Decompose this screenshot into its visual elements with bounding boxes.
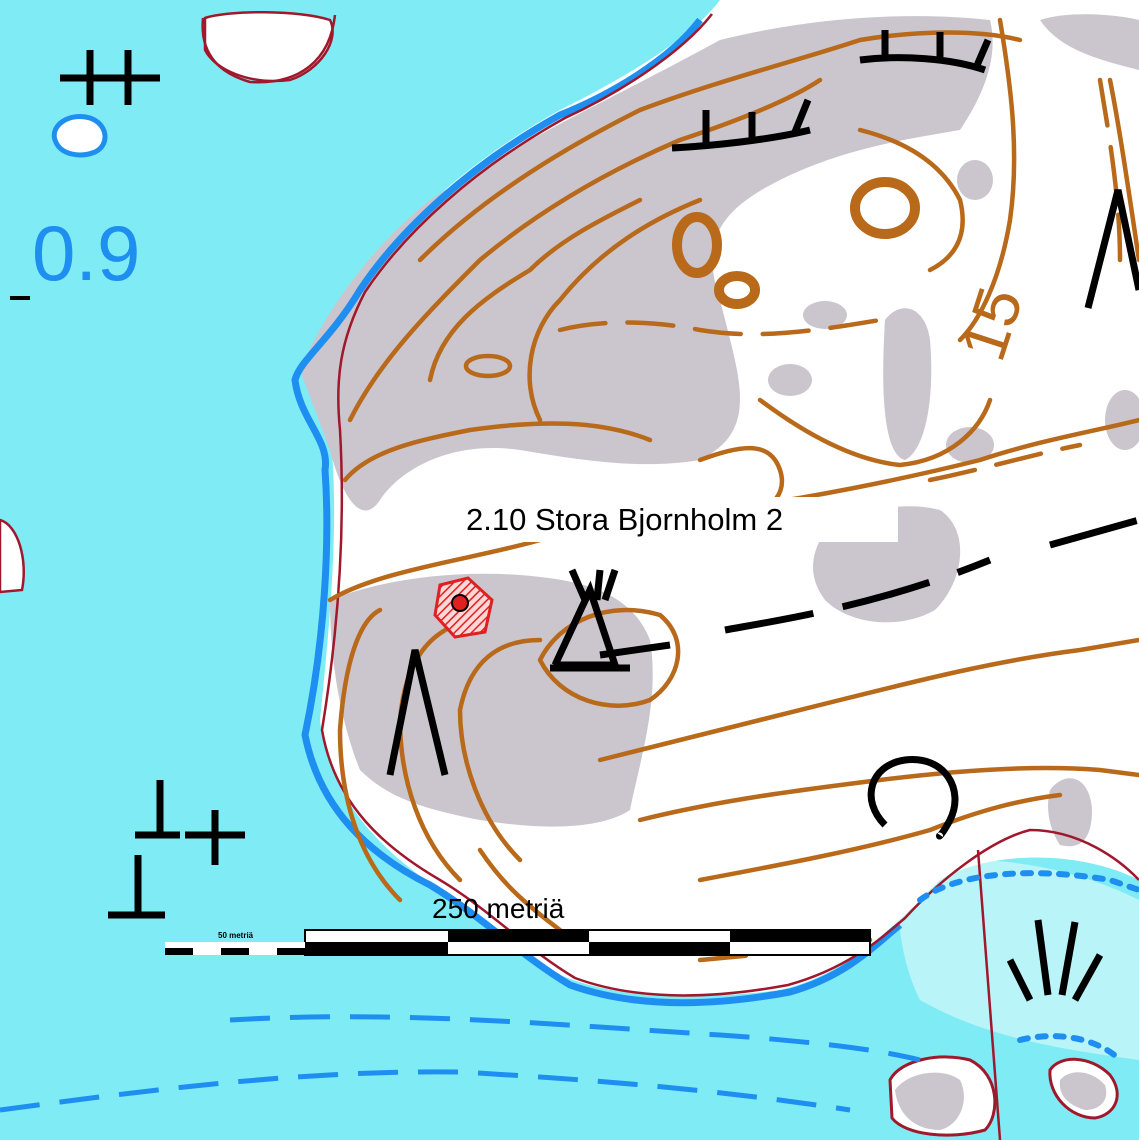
island-left-edge — [0, 518, 25, 594]
cliff-icon — [671, 30, 1139, 634]
scale-bar-main-label: 250 metriä — [432, 893, 565, 924]
shoreline — [291, 17, 903, 1007]
tepee-icon — [550, 568, 671, 672]
rock-on-islands — [895, 1072, 1107, 1130]
crag-icon — [386, 189, 1139, 776]
island-outline — [201, 14, 337, 84]
depth-line-dashed — [229, 1014, 921, 1063]
depth-line-dashed-2 — [0, 1069, 851, 1113]
island-small — [51, 114, 108, 158]
reed-icon — [1006, 919, 1104, 1002]
island-top — [203, 11, 334, 83]
cairn-icon — [108, 780, 245, 919]
rock-outcrop-icon — [60, 50, 160, 105]
site-label-box: 2.10 Stora Bjornholm 2 — [462, 497, 898, 542]
depth-line-dotted-2 — [1017, 1033, 1123, 1063]
shore-outline — [320, 13, 1139, 997]
scale-bar-small-label: 50 metriä — [218, 931, 254, 940]
boulder-icon — [867, 756, 959, 840]
boundary-line — [976, 849, 1002, 1140]
depth-line-dotted — [917, 870, 1139, 903]
site-label: 2.10 Stora Bjornholm 2 — [466, 502, 783, 537]
depth-label: 0.9 — [32, 209, 140, 297]
shallow-water — [898, 860, 1139, 1060]
open-rock-areas — [300, 14, 1139, 847]
scale-bar: 50 metriä 250 metriä — [165, 893, 871, 956]
site-marker-icon[interactable] — [433, 576, 494, 639]
